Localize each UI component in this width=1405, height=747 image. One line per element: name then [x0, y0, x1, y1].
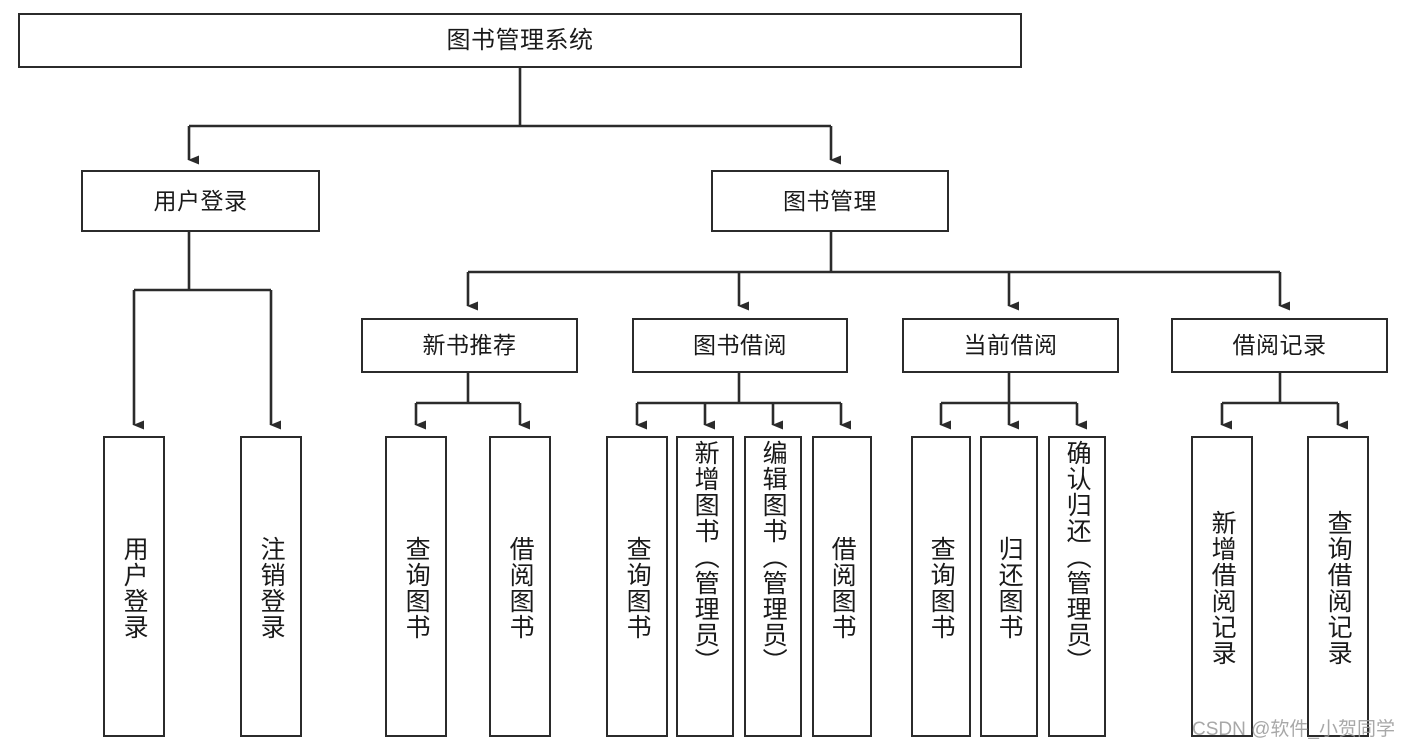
- node-label: 查询借阅记录: [1324, 509, 1353, 666]
- node-user-login[interactable]: 用户登录: [81, 170, 320, 232]
- node-label: 查询图书: [927, 535, 956, 640]
- leaf-borrow-book-recommend[interactable]: 借阅图书: [489, 436, 551, 737]
- node-label: 新书推荐: [422, 332, 517, 359]
- leaf-user-login[interactable]: 用户登录: [103, 436, 165, 737]
- node-borrow-record[interactable]: 借阅记录: [1171, 318, 1388, 373]
- node-new-book-recommend[interactable]: 新书推荐: [361, 318, 578, 373]
- node-label: 借阅记录: [1232, 332, 1327, 359]
- node-label: 图书借阅: [693, 332, 787, 359]
- node-label: 图书管理系统: [446, 26, 594, 54]
- node-book-management[interactable]: 图书管理: [711, 170, 949, 232]
- node-current-borrow[interactable]: 当前借阅: [902, 318, 1119, 373]
- node-label: 借阅图书: [506, 535, 535, 640]
- node-label: 用户登录: [153, 187, 248, 214]
- node-label: 查询图书: [623, 535, 652, 640]
- node-label: 新增借阅记录: [1208, 509, 1237, 666]
- node-label: 注销登录: [257, 535, 286, 640]
- node-label: 确认归还（管理员）: [1063, 440, 1092, 674]
- node-root-book-management-system[interactable]: 图书管理系统: [18, 13, 1022, 68]
- leaf-confirm-return-admin[interactable]: 确认归还（管理员）: [1048, 436, 1106, 737]
- node-book-borrow[interactable]: 图书借阅: [632, 318, 848, 373]
- leaf-return-book[interactable]: 归还图书: [980, 436, 1038, 737]
- leaf-logout[interactable]: 注销登录: [240, 436, 302, 737]
- leaf-query-borrow-record[interactable]: 查询借阅记录: [1307, 436, 1369, 737]
- node-label: 查询图书: [402, 535, 431, 640]
- node-label: 当前借阅: [963, 332, 1058, 359]
- node-label: 新增图书（管理员）: [691, 440, 720, 674]
- node-label: 图书管理: [783, 187, 877, 214]
- leaf-add-borrow-record[interactable]: 新增借阅记录: [1191, 436, 1253, 737]
- csdn-watermark: CSDN @软件_小贺同学: [1192, 719, 1395, 740]
- leaf-add-book-admin[interactable]: 新增图书（管理员）: [676, 436, 734, 737]
- node-label: 编辑图书（管理员）: [759, 440, 788, 674]
- leaf-borrow-book[interactable]: 借阅图书: [812, 436, 872, 737]
- node-label: 用户登录: [120, 535, 149, 640]
- leaf-query-book-borrow[interactable]: 查询图书: [606, 436, 668, 737]
- leaf-edit-book-admin[interactable]: 编辑图书（管理员）: [744, 436, 802, 737]
- leaf-query-book-recommend[interactable]: 查询图书: [385, 436, 447, 737]
- node-label: 归还图书: [995, 535, 1024, 640]
- node-label: 借阅图书: [828, 535, 857, 640]
- leaf-query-book-current[interactable]: 查询图书: [911, 436, 971, 737]
